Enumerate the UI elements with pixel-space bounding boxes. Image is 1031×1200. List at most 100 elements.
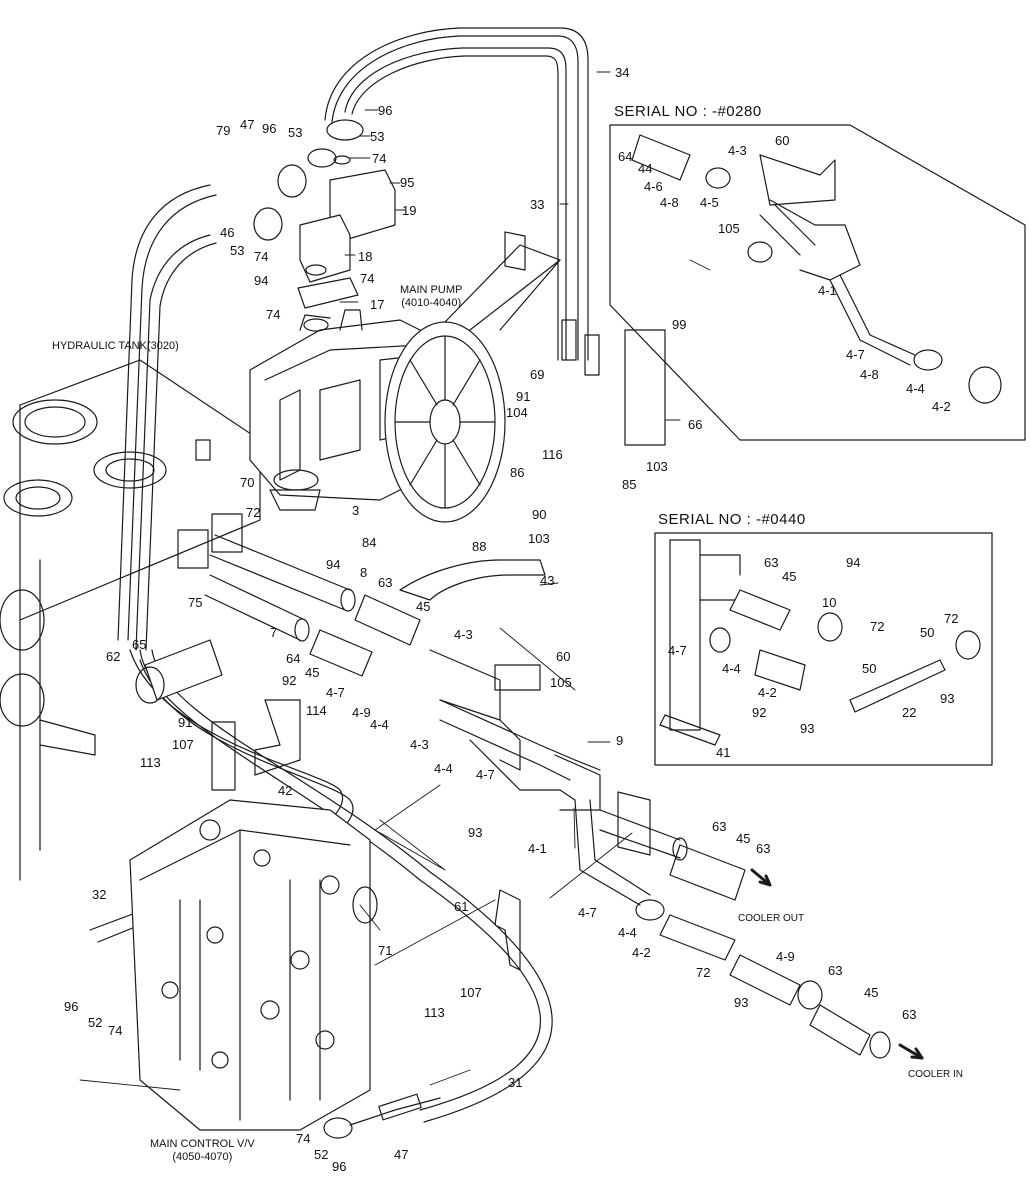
inset1-callout-4-7: 4-7 xyxy=(846,347,865,362)
callout-17: 17 xyxy=(370,297,385,312)
inset-serial-0440 xyxy=(654,532,993,766)
callout-91: 91 xyxy=(178,715,193,730)
callout-4-2: 4-2 xyxy=(632,945,651,960)
callout-94: 94 xyxy=(326,557,341,572)
cooler-out-label: COOLER OUT xyxy=(738,913,805,924)
inset1-callout-60: 60 xyxy=(775,133,790,148)
callout-63: 63 xyxy=(378,575,393,590)
callout-96: 96 xyxy=(262,121,277,136)
callout-114: 114 xyxy=(306,703,327,718)
callout-85: 85 xyxy=(622,477,637,492)
callout-42: 42 xyxy=(278,783,293,798)
callout-94: 94 xyxy=(254,273,269,288)
hydraulic-tank-caption-text: HYDRAULIC TANK(3020) xyxy=(52,340,179,352)
callout-90: 90 xyxy=(532,507,547,522)
callout-18: 18 xyxy=(358,249,373,264)
inset1-callout-4-6: 4-6 xyxy=(644,179,663,194)
inset1-callout-4-8: 4-8 xyxy=(660,195,679,210)
inset2-callout-93: 93 xyxy=(800,721,815,736)
callout-96: 96 xyxy=(64,999,79,1014)
callout-43: 43 xyxy=(540,573,555,588)
callout-69: 69 xyxy=(530,367,545,382)
main-control-valve-caption-line2: (4050-4070) xyxy=(172,1151,233,1163)
inset1-callout-4-2: 4-2 xyxy=(932,399,951,414)
callout-63: 63 xyxy=(712,819,727,834)
callout-52: 52 xyxy=(88,1015,103,1030)
callout-113: 113 xyxy=(140,755,161,770)
callout-74: 74 xyxy=(254,249,269,264)
brackets xyxy=(211,329,666,971)
callout-86: 86 xyxy=(510,465,525,480)
inset2-callout-94: 94 xyxy=(846,555,861,570)
callout-4-4: 4-4 xyxy=(370,717,389,732)
inset2-callout-72: 72 xyxy=(870,619,885,634)
callout-70: 70 xyxy=(240,475,255,490)
inset1-callout-4-3: 4-3 xyxy=(728,143,747,158)
callout-7: 7 xyxy=(270,625,278,640)
inset2-callout-50: 50 xyxy=(862,661,877,676)
inset2-callout-4-2: 4-2 xyxy=(758,685,777,700)
callout-9: 9 xyxy=(616,733,624,748)
pump-block-assembly xyxy=(253,119,396,332)
cooler-in-parts xyxy=(635,899,891,1059)
callout-113: 113 xyxy=(424,1005,445,1020)
pipe-network xyxy=(429,649,688,906)
callout-74: 74 xyxy=(360,271,375,286)
callout-72: 72 xyxy=(246,505,261,520)
main-pump-caption-line2: (4010-4040) xyxy=(401,297,462,309)
cooler-in-label: COOLER IN xyxy=(908,1069,964,1080)
main-pump-caption-line1: MAIN PUMP xyxy=(400,284,463,296)
callout-4-3: 4-3 xyxy=(454,627,473,642)
callout-84: 84 xyxy=(362,535,377,550)
callout-34: 34 xyxy=(615,65,630,80)
callout-31: 31 xyxy=(508,1075,523,1090)
callout-96: 96 xyxy=(332,1159,347,1174)
main-control-valve xyxy=(129,799,378,1131)
callout-46: 46 xyxy=(220,225,235,240)
couplings xyxy=(135,594,746,901)
callout-63: 63 xyxy=(756,841,771,856)
inset2-callout-41: 41 xyxy=(716,745,731,760)
hose-33-34 xyxy=(324,27,600,376)
callout-107: 107 xyxy=(172,737,194,752)
hydraulic-tank xyxy=(0,359,261,881)
inset2-callout-4-4: 4-4 xyxy=(722,661,741,676)
callout-96: 96 xyxy=(378,103,393,118)
callout-4-7: 4-7 xyxy=(578,905,597,920)
callout-32: 32 xyxy=(92,887,107,902)
inset2-callout-50: 50 xyxy=(920,625,935,640)
inset1-callout-44: 44 xyxy=(638,161,653,176)
callout-53: 53 xyxy=(288,125,303,140)
callout-33: 33 xyxy=(530,197,545,212)
inset1-callout-64: 64 xyxy=(618,149,633,164)
callout-3: 3 xyxy=(352,503,360,518)
inset2-callout-63: 63 xyxy=(764,555,779,570)
inset1-callout-4-1: 4-1 xyxy=(818,283,837,298)
inset2-callout-92: 92 xyxy=(752,705,767,720)
callout-95: 95 xyxy=(400,175,415,190)
callout-74: 74 xyxy=(372,151,387,166)
callout-4-4: 4-4 xyxy=(618,925,637,940)
callout-104: 104 xyxy=(506,405,528,420)
callout-45: 45 xyxy=(736,831,751,846)
callout-4-4: 4-4 xyxy=(434,761,453,776)
callout-91: 91 xyxy=(516,389,531,404)
callout-4-1: 4-1 xyxy=(528,841,547,856)
callout-4-9: 4-9 xyxy=(352,705,371,720)
inset-serial-0280 xyxy=(609,124,1026,441)
inset2-callout-22: 22 xyxy=(902,705,917,720)
callout-52: 52 xyxy=(314,1147,329,1162)
callout-19: 19 xyxy=(402,203,417,218)
cooler-in-arrow xyxy=(898,1043,924,1060)
callout-47: 47 xyxy=(394,1147,409,1162)
callout-88: 88 xyxy=(472,539,487,554)
callout-93: 93 xyxy=(734,995,749,1010)
leader-lines xyxy=(79,71,711,1091)
inset2-callout-72: 72 xyxy=(944,611,959,626)
callout-4-3: 4-3 xyxy=(410,737,429,752)
hydraulic-tank-caption: HYDRAULIC TANK(3020) xyxy=(52,340,179,353)
callout-60: 60 xyxy=(556,649,571,664)
callout-71: 71 xyxy=(378,943,393,958)
main-pump xyxy=(249,231,561,523)
